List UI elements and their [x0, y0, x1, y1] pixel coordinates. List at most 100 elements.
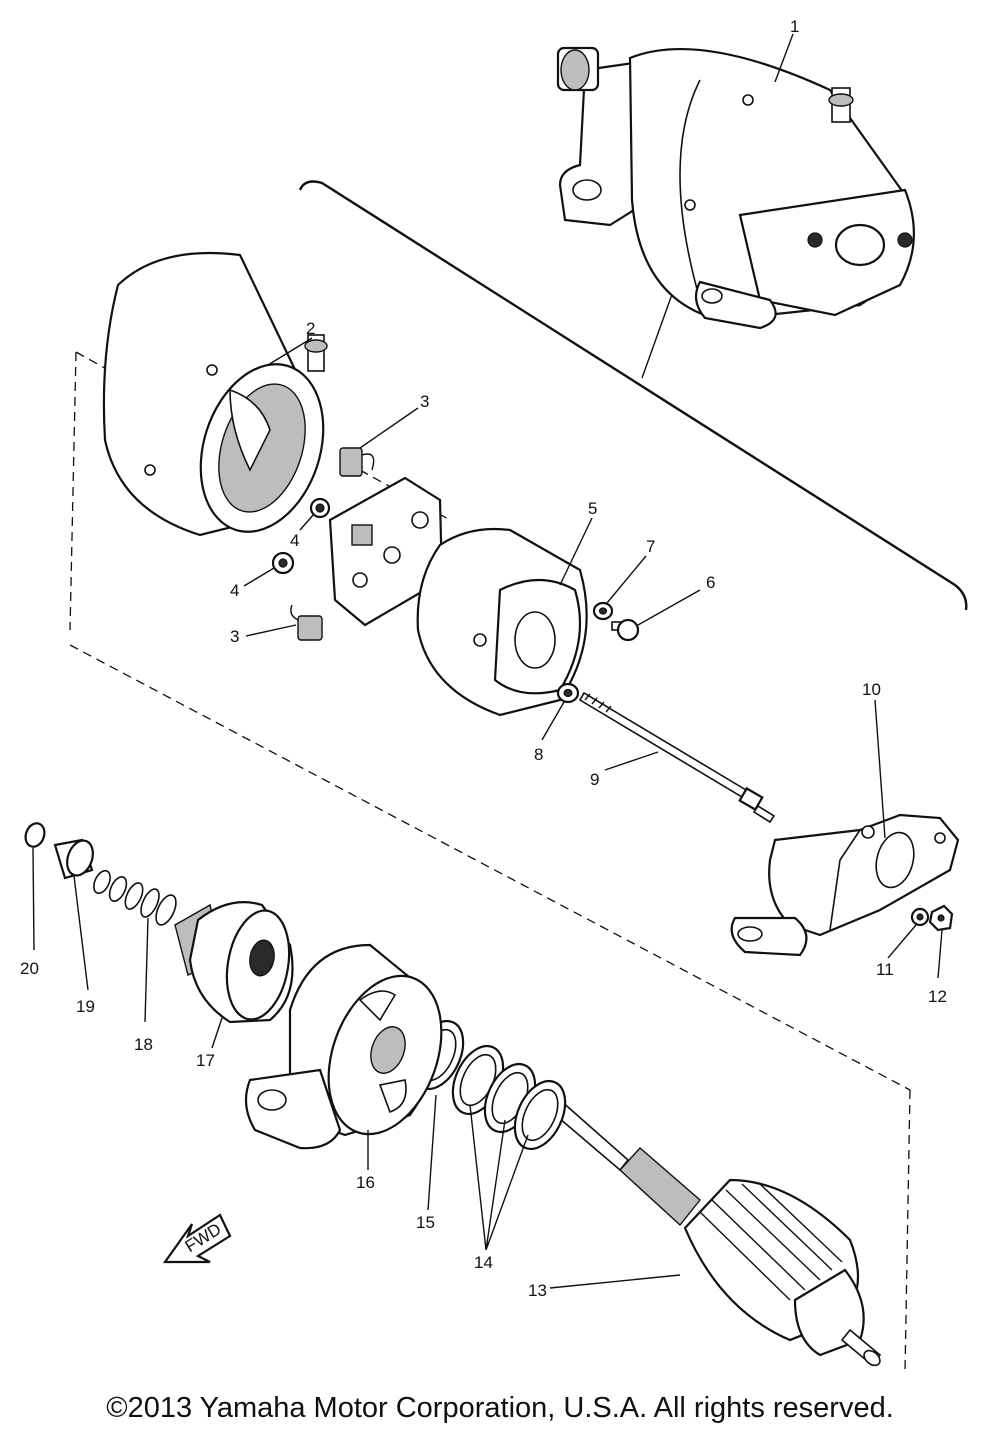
leader-8	[541, 701, 565, 741]
armature-winding-lines	[699, 1183, 843, 1301]
brush-upper-lead	[361, 453, 375, 471]
rear-boss	[834, 223, 886, 267]
front-cover-foot-hole	[257, 1089, 287, 1111]
washer-11-hole	[916, 913, 924, 921]
plate-brush-box	[351, 524, 373, 546]
part-7-washer	[592, 601, 614, 621]
armature-worm	[619, 1147, 701, 1227]
bracket-10-hole-b	[934, 832, 946, 844]
yoke-seam	[679, 79, 701, 301]
part-3-brush-lower	[290, 604, 323, 641]
yoke-screw-hole-top	[206, 364, 218, 376]
stopper-face	[66, 839, 94, 877]
part-11-washer	[910, 907, 930, 927]
callout-6: 6	[706, 573, 715, 592]
callout-8: 8	[534, 745, 543, 764]
assembly-bracket	[298, 180, 968, 611]
part-1-starter-assembly	[556, 46, 915, 330]
front-cover-window-a	[358, 990, 397, 1022]
bracket-10-foot-hole	[737, 926, 763, 942]
rear-bolt-right	[897, 232, 913, 248]
part-20-circlip	[24, 822, 46, 848]
plate-hole-c	[352, 572, 368, 588]
bracket-10-hole-a	[861, 825, 875, 839]
callout-4b: 4	[230, 581, 239, 600]
screw-6-head	[616, 618, 640, 642]
plate-hole-b	[383, 546, 401, 564]
brush-lower-lead	[290, 604, 299, 621]
yoke-screw-hole-side	[144, 464, 156, 476]
callout-11: 11	[876, 960, 894, 979]
leader-12	[937, 929, 943, 979]
guide-line-diagonal-lower	[69, 644, 911, 1091]
brush-lower-body	[297, 615, 323, 641]
yoke-screw-top	[742, 94, 754, 106]
callout-9: 9	[590, 770, 599, 789]
part-4-spring-upper	[309, 497, 331, 519]
fwd-direction-arrow: FWD	[162, 1213, 232, 1264]
callout-1: 1	[790, 17, 799, 36]
part-12-nut	[928, 904, 954, 932]
callout-2: 2	[306, 319, 315, 338]
field-pole	[229, 388, 271, 472]
bolt-9-tip	[752, 804, 776, 824]
callout-18: 18	[134, 1035, 153, 1054]
spring-coil-1	[93, 869, 111, 895]
callout-15: 15	[416, 1213, 435, 1232]
fwd-arrow-shape	[162, 1213, 232, 1264]
bolt-9-thread	[584, 693, 612, 713]
leader-5	[559, 517, 593, 586]
shim-14-c-inner	[521, 1088, 559, 1142]
callout-20: 20	[20, 959, 39, 978]
clutch-bore	[249, 939, 275, 977]
part-2-yoke	[102, 251, 328, 537]
bracket-hole	[572, 179, 602, 201]
front-cover-bearing	[370, 1026, 406, 1074]
part-6-screw	[611, 618, 640, 642]
leader-9	[604, 751, 659, 771]
leader-13	[549, 1274, 681, 1289]
spring-lower-hole	[278, 558, 288, 568]
spring-coil-4	[140, 888, 160, 918]
leader-20	[32, 847, 35, 951]
part-5-rear-cover	[416, 527, 588, 717]
rear-bolt-left	[807, 232, 823, 248]
front-cover-window-b	[378, 1079, 407, 1114]
part-17-pinion-clutch	[174, 901, 294, 1024]
leader-15	[427, 1094, 437, 1211]
leader-2	[267, 337, 313, 366]
rear-cover-boss	[514, 611, 556, 669]
part-14-shims	[451, 1044, 567, 1151]
armature-rear-tip	[863, 1349, 881, 1367]
part-4-spring-lower	[271, 551, 295, 575]
leader-4b	[243, 567, 275, 587]
guide-line-right	[904, 1089, 911, 1373]
part-13-armature	[548, 1098, 882, 1367]
leader-1	[774, 33, 794, 83]
leader-11	[887, 924, 917, 959]
pinion-gear	[560, 49, 590, 91]
callout-labels: 1 2 3 3 4 4 5 6 7 8 9 10 11 12 13 14 15 …	[20, 17, 947, 1300]
spring-coil-3	[124, 882, 144, 910]
foot-hole	[701, 288, 723, 304]
guide-line-left-top	[69, 351, 77, 631]
brush-upper-body	[339, 447, 363, 477]
part-9-through-bolt	[578, 691, 776, 824]
leader-6	[637, 589, 701, 626]
part-18-spring	[93, 869, 177, 926]
part-3-brush-upper	[339, 447, 375, 477]
part-8-washer	[556, 682, 580, 704]
leader-10	[874, 699, 886, 839]
callout-3a: 3	[420, 392, 429, 411]
callout-5: 5	[588, 499, 597, 518]
leader-14	[469, 1104, 529, 1251]
copyright-notice: ©2013 Yamaha Motor Corporation, U.S.A. A…	[106, 1392, 894, 1424]
washer-7-hole	[598, 607, 608, 615]
starter-rear-cover	[738, 188, 915, 317]
yoke-screw-bottom	[684, 199, 696, 211]
callout-4a: 4	[290, 531, 299, 550]
plate-hole-a	[411, 511, 429, 529]
callout-13: 13	[528, 1281, 547, 1300]
callout-14: 14	[474, 1253, 493, 1272]
